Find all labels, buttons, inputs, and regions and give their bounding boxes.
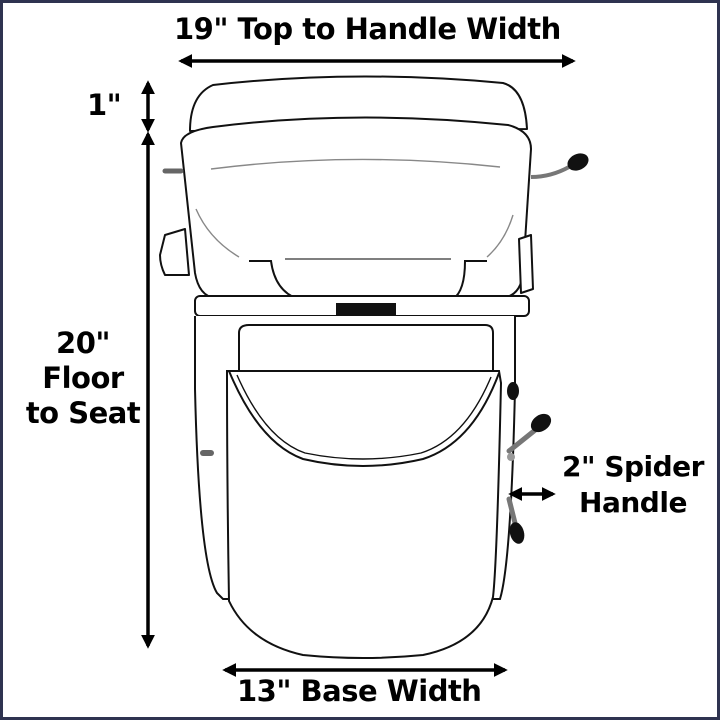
seat-height-value: 20" (56, 326, 110, 360)
spider-handle-label: 2" Spider Handle (553, 449, 713, 521)
lid-height-label: 1" (87, 88, 122, 122)
spider-handle-drawing (506, 382, 552, 544)
seat-height-label: 20" Floor to Seat (23, 326, 143, 431)
seat-height-line3: to Seat (25, 396, 141, 430)
spider-handle-line1: 2" Spider (562, 450, 704, 483)
seat-height-line2: Floor (42, 361, 124, 395)
base-width-label: 13" Base Width (237, 674, 482, 708)
spider-handle-line2: Handle (579, 486, 687, 519)
toilet-drawing (159, 75, 534, 299)
toilet-illustration (141, 54, 589, 677)
top-width-label: 19" Top to Handle Width (174, 12, 561, 46)
